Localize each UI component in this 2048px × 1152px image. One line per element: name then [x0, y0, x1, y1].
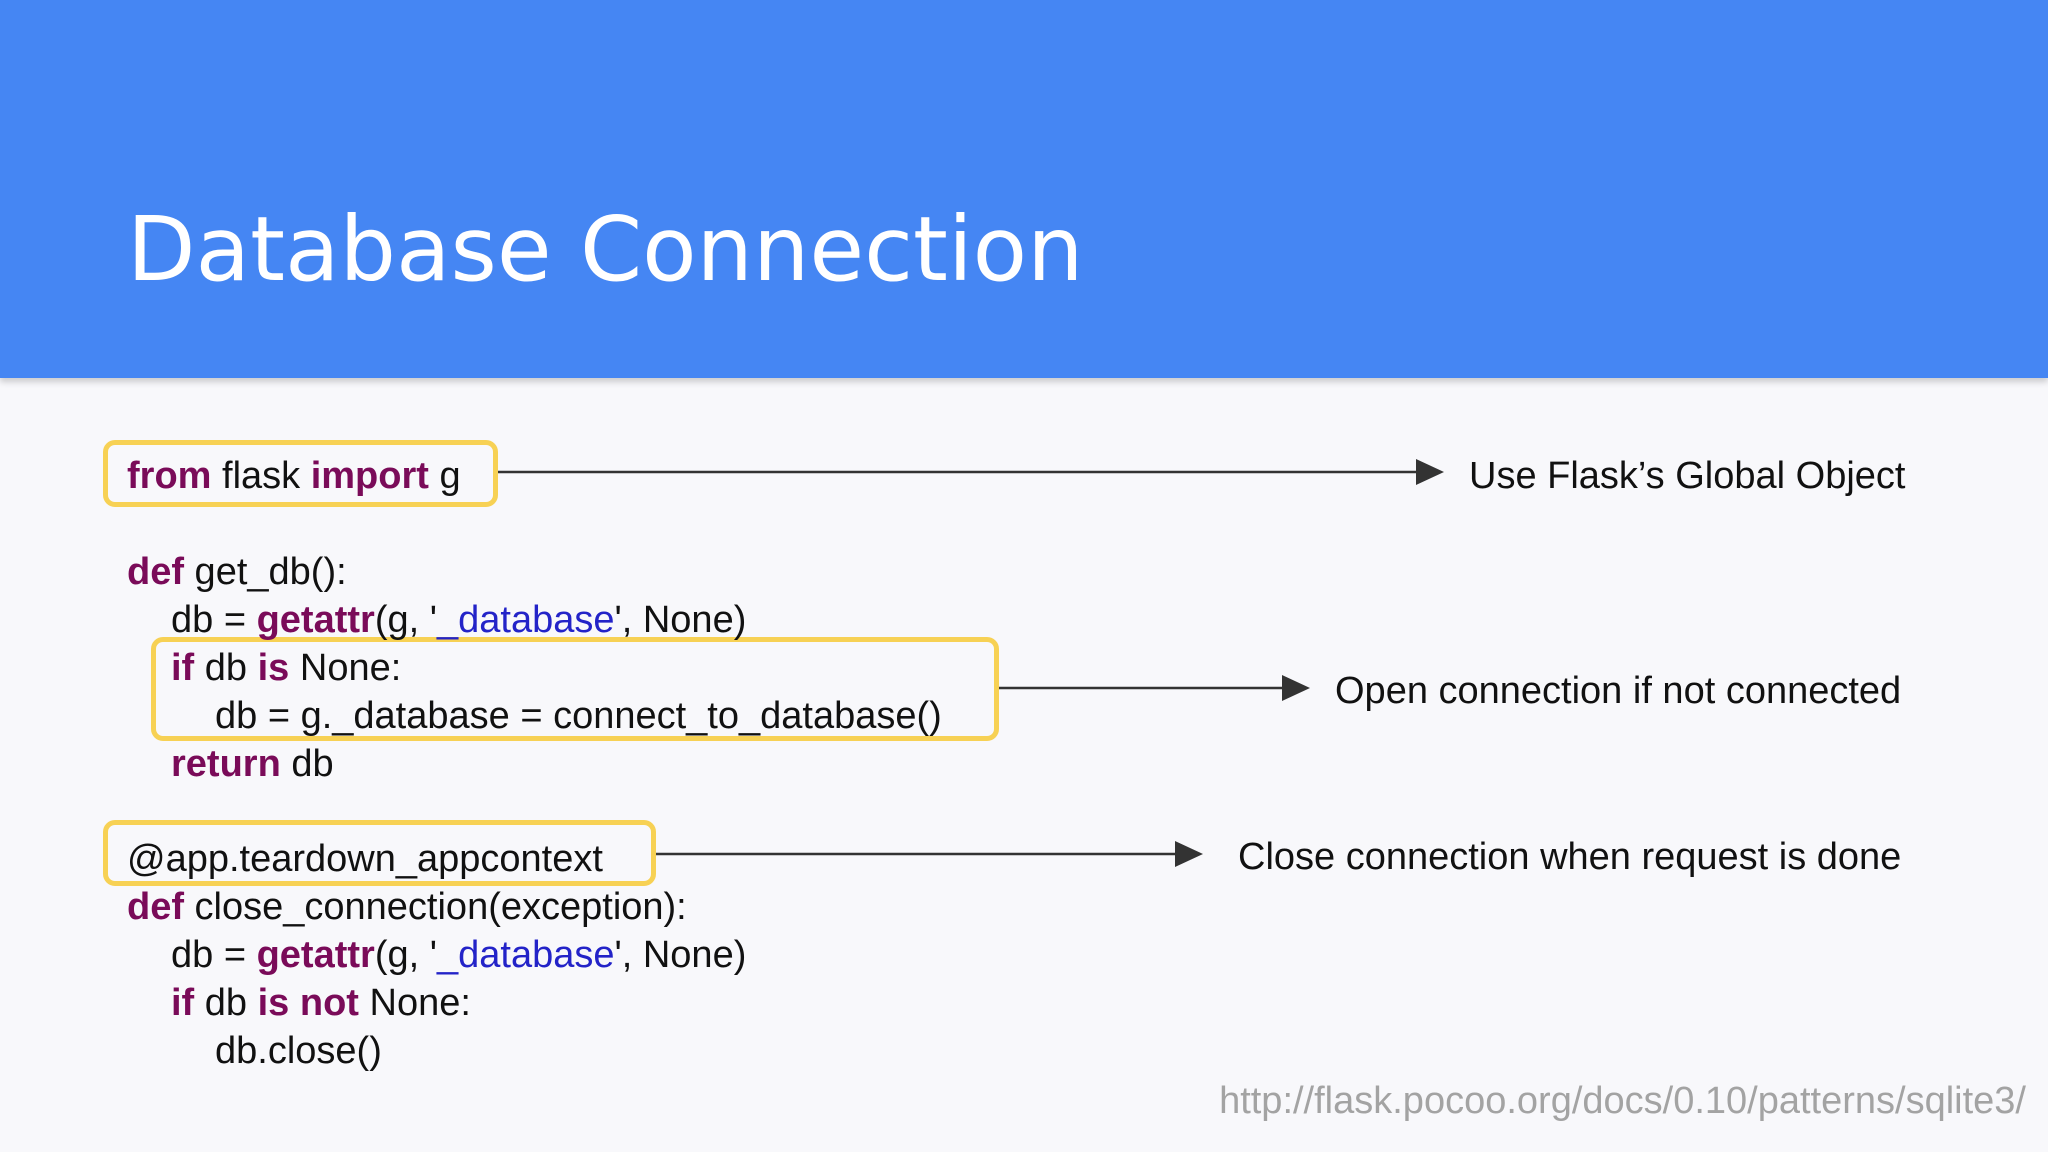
- code-line-return: return db: [171, 743, 334, 785]
- arrow-head-global: [1416, 459, 1444, 485]
- code-line-def-get-db: def get_db():: [127, 551, 347, 593]
- highlight-teardown-decorator: [103, 820, 656, 886]
- code-line-def-close: def close_connection(exception):: [127, 886, 687, 928]
- note-global-object: Use Flask’s Global Object: [1469, 455, 1906, 497]
- note-close-connection: Close connection when request is done: [1238, 836, 1902, 878]
- arrow-head-close: [1175, 841, 1203, 867]
- code-line-if-none: if db is None:: [171, 647, 402, 689]
- code-line-import: from flask import g: [127, 455, 461, 497]
- code-line-connect: db = g._database = connect_to_database(): [215, 695, 942, 737]
- slide-title: Database Connection: [127, 197, 1084, 301]
- code-line-getattr-2: db = getattr(g, '_database', None): [171, 934, 747, 976]
- slide-header: Database Connection: [0, 0, 2048, 378]
- code-line-if-not-none: if db is not None:: [171, 982, 471, 1024]
- highlight-import: [103, 440, 498, 507]
- code-line-db-close: db.close(): [215, 1030, 382, 1072]
- source-url[interactable]: http://flask.pocoo.org/docs/0.10/pattern…: [1219, 1080, 2026, 1122]
- code-line-getattr-1: db = getattr(g, '_database', None): [171, 599, 747, 641]
- highlight-if-block: [151, 637, 999, 741]
- note-open-connection: Open connection if not connected: [1335, 670, 1902, 712]
- arrow-head-open: [1282, 675, 1310, 701]
- code-line-decorator: @app.teardown_appcontext: [127, 838, 603, 880]
